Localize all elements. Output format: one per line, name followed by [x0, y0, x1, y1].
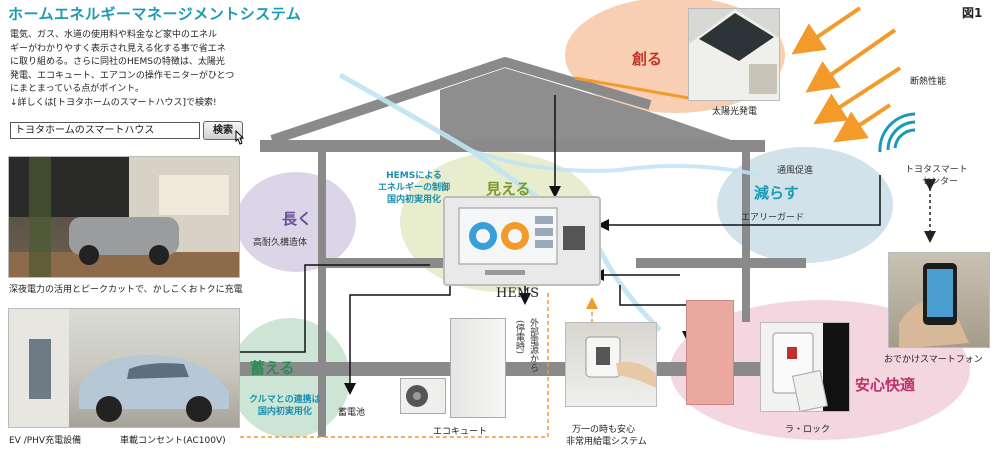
- hems-control-note: HEMSによる エネルギーの制御 国内初実用化: [378, 171, 451, 205]
- solar-caption: 太陽光発電: [712, 107, 758, 117]
- roof-shade: [440, 68, 760, 150]
- hems-monitor: [443, 196, 601, 286]
- cursor-icon: [235, 130, 245, 145]
- sun-rays: [791, 6, 902, 143]
- page-title: ホームエネルギーマネージメントシステム: [8, 5, 302, 23]
- battery-caption: 蓄電池: [338, 408, 366, 418]
- emergency-caption-line2: 非常用給電システム: [566, 437, 647, 447]
- lock-caption: ラ・ロック: [785, 425, 831, 435]
- ventilation-caption: 通風促進: [777, 166, 814, 176]
- insulation-caption: 断熱性能: [910, 77, 947, 87]
- toyota-center-caption-line2: センター: [922, 177, 959, 187]
- concept-comfort: 安心快適: [855, 376, 916, 394]
- concept-reduce: 減らす: [754, 184, 799, 202]
- battery-unit-photo: [450, 318, 506, 418]
- description-line: 電気、ガス、水道の使用料や料金など家中のエネル: [10, 30, 218, 40]
- hems-label: HEMS: [496, 286, 540, 301]
- description-line: に取り組める。さらに同社のHEMSの特徴は、太陽光: [10, 57, 225, 67]
- concept-create: 創る: [632, 50, 663, 68]
- smartphone-caption: おでかけスマートフォン: [884, 355, 983, 365]
- garage-photo: [8, 156, 240, 278]
- lock-photo: [760, 322, 850, 412]
- durable-caption: 高耐久構造体: [253, 238, 308, 248]
- external-power-line: [240, 290, 549, 438]
- outage-label: (停電時): [514, 320, 524, 355]
- concept-long: 長く: [282, 210, 313, 228]
- car-link-note: クルマとの連携は 国内初実用化: [249, 395, 321, 417]
- description: 電気、ガス、水道の使用料や料金など家中のエネル ギーがわかりやすく表示され見える…: [10, 29, 246, 110]
- reduce-blob: [717, 147, 893, 263]
- door: [686, 300, 734, 405]
- ecocute-photo: [400, 378, 446, 414]
- store-blob: [230, 318, 350, 438]
- upper-floor: [326, 258, 446, 268]
- ev-photo: [8, 308, 240, 428]
- ev-charger-caption: EV /PHV充電設備: [9, 436, 82, 446]
- smartphone-photo: [888, 252, 990, 348]
- concept-store: 蓄える: [250, 359, 295, 377]
- car-outlet-caption: 車載コンセント(AC100V): [120, 436, 226, 446]
- airy-guard-caption: エアリーガード: [741, 213, 805, 223]
- emergency-caption-line1: 万一の時も安心: [572, 425, 636, 435]
- toyota-center-caption-line1: トヨタスマート: [905, 165, 968, 175]
- description-line: ギーがわかりやすく表示され見える化する事で省エネ: [10, 43, 226, 54]
- figure-label: 図1: [962, 6, 983, 20]
- search-button[interactable]: 検索: [203, 121, 243, 140]
- emergency-photo: [565, 322, 657, 407]
- description-line: 発電、エコキュート、エアコンの操作モニターがひとつ: [10, 70, 235, 81]
- roof-eave: [260, 140, 765, 152]
- ecocute-caption: エコキュート: [433, 427, 488, 437]
- description-line: ↓詳しくは[トヨタホームのスマートハウス]で検索!: [10, 97, 217, 108]
- roof-line: [270, 57, 652, 145]
- description-line: にまとまっている点がポイント。: [10, 84, 145, 94]
- wifi-symbol: [878, 112, 916, 153]
- concept-see: 見える: [486, 180, 531, 198]
- external-power-label: 外部電源から: [528, 318, 538, 372]
- night-power-caption: 深夜電力の活用とピークカットで、かしこくおトクに充電: [9, 285, 243, 295]
- search-input[interactable]: トヨタホームのスマートハウス: [10, 122, 200, 139]
- solar-photo: [688, 8, 780, 101]
